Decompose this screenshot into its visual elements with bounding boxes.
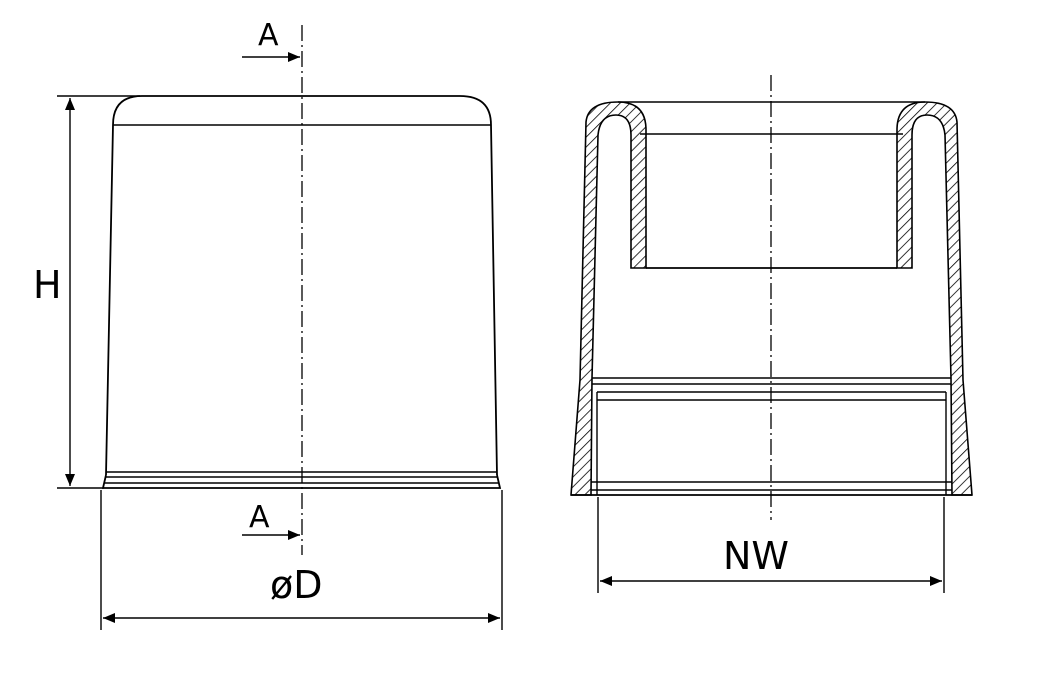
wall-section-right [896, 101, 973, 496]
section-marker-bottom: A [249, 500, 270, 535]
section-marker-top: A [258, 18, 279, 53]
exterior-view: A A H øD [33, 18, 503, 630]
height-label: H [33, 263, 62, 307]
diameter-label: øD [270, 563, 323, 607]
cap-outline [105, 95, 498, 476]
wall-section-left [570, 101, 647, 496]
section-view: NW [570, 75, 973, 593]
nominal-width-label: NW [723, 534, 789, 578]
